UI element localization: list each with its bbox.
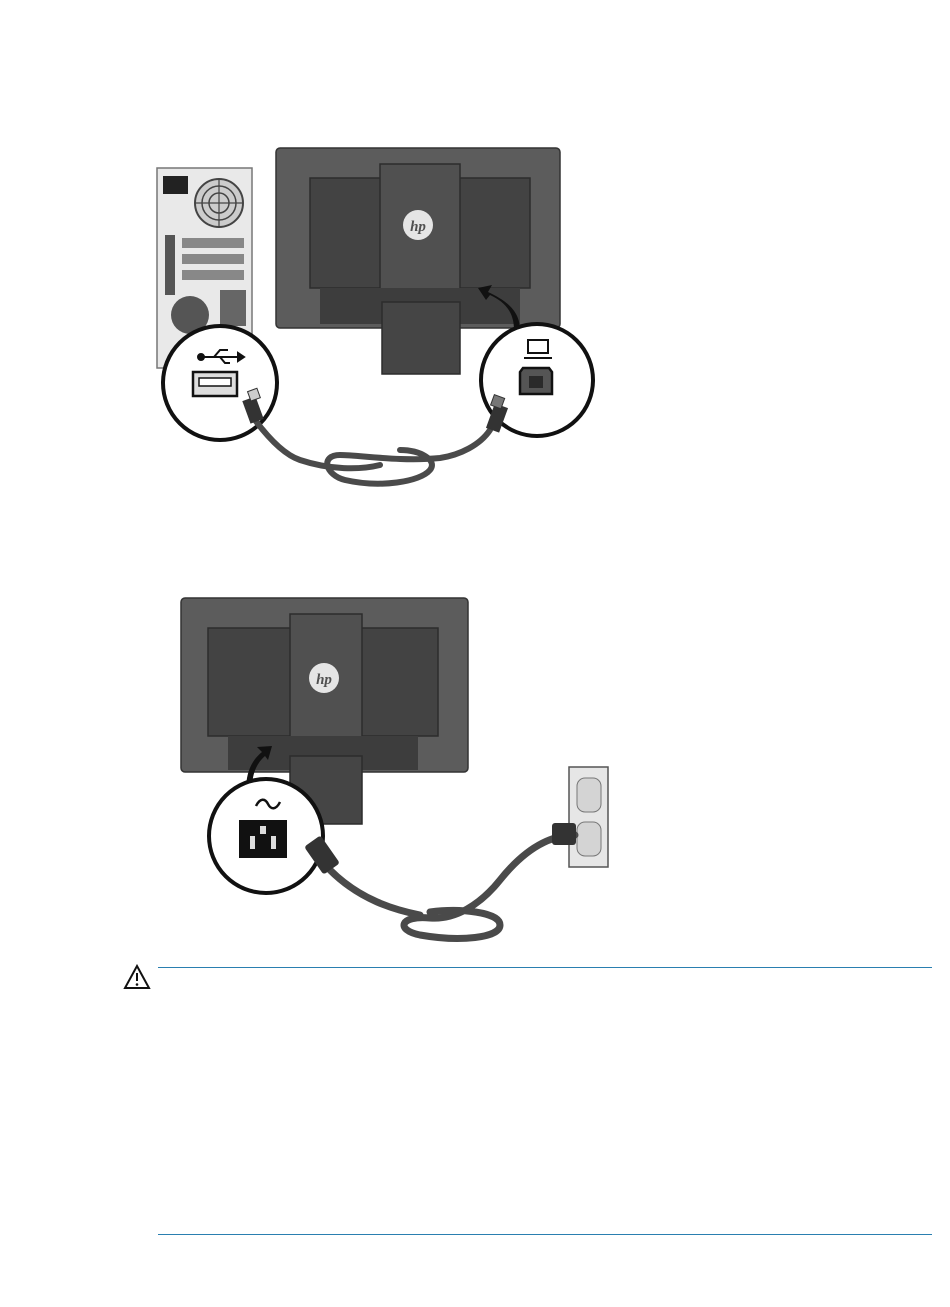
wall-plug — [552, 823, 576, 845]
hp-logo-2: hp — [316, 672, 332, 688]
power-plug — [304, 835, 340, 874]
caution-top-rule — [158, 967, 932, 968]
power-port-icon — [239, 820, 287, 858]
arrow-icon — [246, 746, 272, 790]
power-cord — [330, 835, 575, 938]
hp-logo: hp — [410, 219, 426, 235]
ac-power-icon — [256, 800, 280, 809]
caution-icon — [123, 964, 151, 990]
wall-outlet-icon — [569, 767, 608, 867]
usb-port-icon — [193, 372, 237, 396]
usb-cable-connection-figure: hp — [0, 0, 950, 520]
monitor-back-2: hp — [181, 598, 468, 824]
usb-b-port-icon — [520, 368, 552, 394]
power-port-inset — [209, 779, 323, 893]
caution-bottom-rule — [158, 1234, 932, 1235]
usb-cable — [255, 420, 490, 484]
